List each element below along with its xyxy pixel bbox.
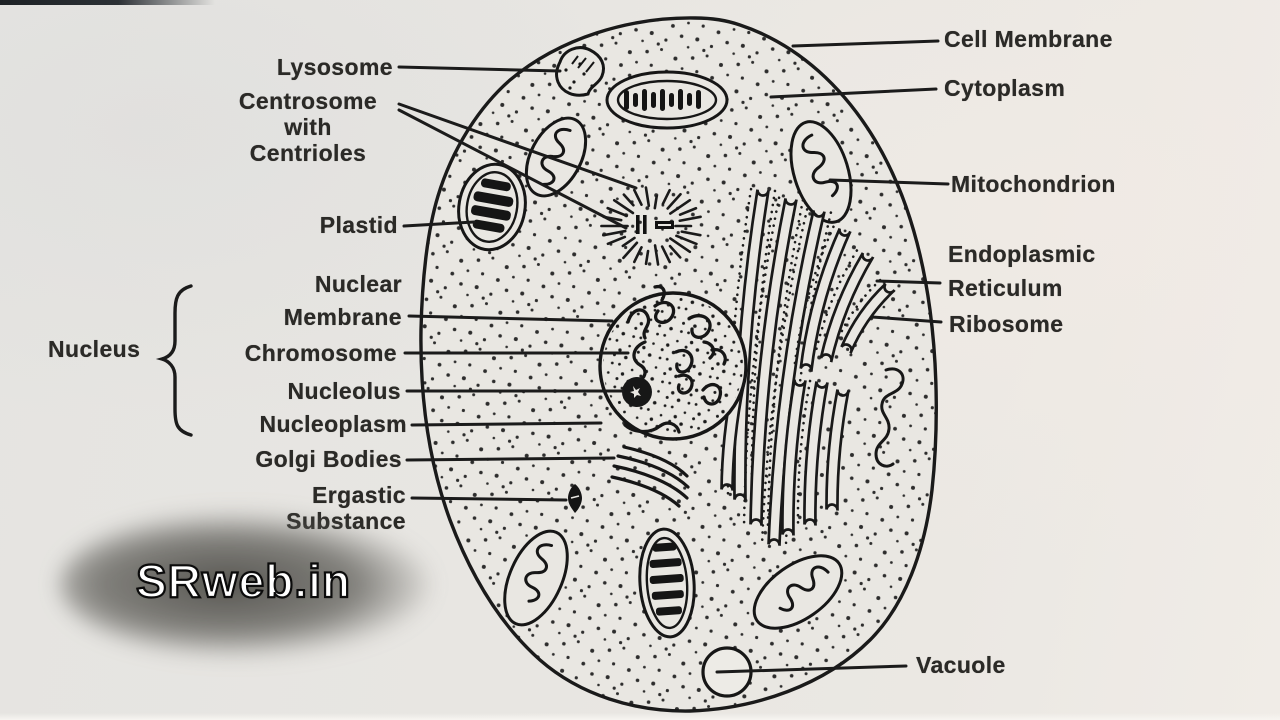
label-vacuole: Vacuole <box>916 652 1006 678</box>
leader-centrosome-a <box>397 102 638 190</box>
mitochondrion-bottom-right <box>752 554 844 630</box>
er-wavy-strand <box>874 367 905 468</box>
leader-mitochondrion <box>828 178 950 186</box>
centrioles-shape <box>636 215 674 234</box>
label-nuclear-line2: Membrane <box>283 304 402 330</box>
cell-membrane-outline <box>419 16 938 713</box>
label-mitochondrion: Mitochondrion <box>951 171 1116 197</box>
plastid-bottom-shape <box>638 527 696 639</box>
label-lysosome: Lysosome <box>276 54 393 80</box>
label-nucleus: Nucleus <box>48 336 141 362</box>
centrosome-shape <box>600 186 702 266</box>
lysosome-shape <box>555 46 605 97</box>
leader-lines <box>155 39 950 674</box>
leader-ergastic <box>410 496 568 502</box>
leader-centrosome-b <box>397 108 628 230</box>
ergastic-substance-shape <box>568 484 582 513</box>
label-cytoplasm: Cytoplasm <box>944 75 1066 101</box>
watermark-smudge <box>60 512 430 657</box>
label-nuclear-membrane: Nuclear Membrane <box>142 268 402 334</box>
label-centrosome-line2: with <box>284 114 332 140</box>
photo-edge-bottom <box>0 713 1280 720</box>
mitochondrion-bottom-left <box>503 529 569 627</box>
label-centrosome-line1: Centrosome <box>238 88 378 114</box>
leader-vacuole <box>715 664 908 674</box>
plastid-top-shape <box>605 70 729 130</box>
leader-lysosome <box>397 65 562 73</box>
leader-reticulum <box>875 279 942 285</box>
label-chromosome: Chromosome <box>244 340 397 366</box>
leader-golgi <box>405 456 616 462</box>
label-nucleolus: Nucleolus <box>287 378 401 404</box>
leader-plastid <box>402 220 476 228</box>
label-golgi: Golgi Bodies <box>255 446 402 472</box>
label-centrosome: Centrosome with Centrioles <box>218 88 398 166</box>
leader-nucleoplasm <box>410 421 603 427</box>
photo-edge-top <box>0 0 215 5</box>
watermark: SRweb.in <box>135 554 352 608</box>
label-endoplasmic-reticulum: Endoplasmic Reticulum <box>948 237 1096 305</box>
mitochondrion-right <box>789 120 853 224</box>
label-plastid: Plastid <box>319 212 398 238</box>
plastid-shape <box>457 162 527 252</box>
leader-cytoplasm <box>769 87 938 99</box>
golgi-bodies-shape <box>610 445 690 508</box>
label-nucleoplasm: Nucleoplasm <box>259 411 407 437</box>
label-centrosome-line3: Centrioles <box>249 140 367 166</box>
label-cell-membrane: Cell Membrane <box>944 26 1113 52</box>
label-ribosome: Ribosome <box>949 311 1064 337</box>
leader-nuclear-membrane <box>407 314 614 323</box>
label-ergastic-line1: Ergastic <box>312 482 406 508</box>
label-er-line2: Reticulum <box>948 275 1063 301</box>
mitochondrion-upper-left <box>524 116 588 198</box>
nucleus-brace <box>155 284 193 437</box>
leader-cell-membrane <box>791 39 940 48</box>
nucleus-shape <box>598 284 748 441</box>
label-er-line1: Endoplasmic <box>948 241 1096 267</box>
label-nuclear-line1: Nuclear <box>314 271 402 297</box>
leader-ribosome <box>870 315 943 324</box>
